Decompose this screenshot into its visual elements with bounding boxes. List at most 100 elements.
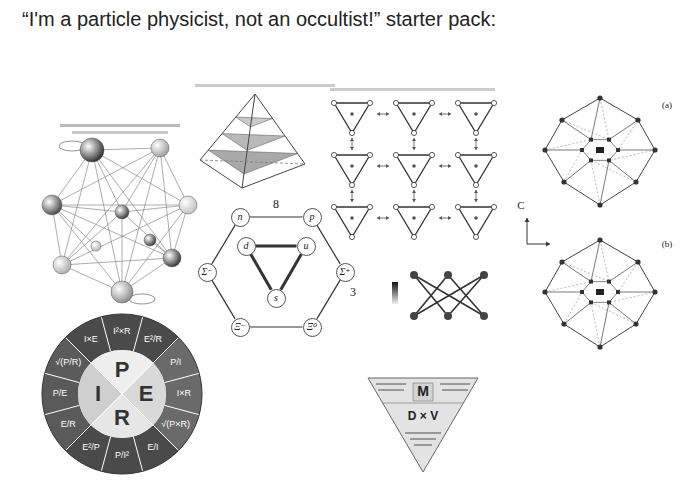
polyhedron-edge — [545, 292, 564, 324]
particle-label: Σ⁻ — [201, 267, 212, 277]
center-dot — [412, 216, 416, 220]
polyhedron-vertex — [542, 147, 547, 152]
wheel-formula: √(P/R) — [55, 358, 81, 368]
sphere-graph — [42, 138, 197, 304]
graph-line — [92, 150, 122, 292]
wheel-divider — [165, 373, 200, 382]
octet-edge — [250, 326, 303, 327]
meson-polyhedron — [542, 95, 657, 207]
polyhedron-vertex — [559, 259, 564, 264]
polyhedron-vertex — [616, 148, 620, 152]
vertex-dot — [331, 204, 336, 209]
arrow-head — [350, 199, 354, 202]
polyhedron-edge — [545, 262, 562, 292]
polyhedron-edge — [564, 160, 591, 182]
arrow-head — [448, 164, 451, 168]
weight-triangle — [458, 155, 494, 185]
wheel-formula: E²/R — [144, 335, 162, 345]
center-dot — [412, 112, 416, 116]
sphere — [80, 138, 104, 162]
axis-label: C — [517, 199, 524, 211]
axis-symbol — [525, 218, 551, 247]
illegible-text-bar — [330, 88, 495, 91]
particle-label: n — [238, 212, 243, 222]
wheel-letter: P — [115, 358, 130, 382]
graph-line — [414, 275, 484, 316]
polyhedron-edge — [600, 240, 638, 262]
hidden-edge — [618, 262, 638, 292]
wheel-letter: E — [139, 382, 154, 406]
polyhedron-edge — [545, 150, 582, 151]
wheel-formula: P/I — [170, 358, 181, 368]
particle-label: Ξ⁰ — [307, 322, 317, 332]
weight-triangle — [334, 207, 370, 237]
weight-triangle — [458, 103, 494, 133]
graph-line — [160, 148, 188, 205]
center-square — [596, 289, 604, 295]
arrow-head — [350, 190, 354, 193]
wheel-formula: P/E — [53, 389, 68, 399]
loop-ring — [129, 294, 155, 304]
polyhedron-vertex — [589, 280, 593, 284]
polyhedron-vertex — [542, 289, 547, 294]
polyhedron-edge — [545, 150, 564, 182]
polyhedron-vertex — [559, 117, 564, 122]
quark-triangle-edge — [256, 245, 297, 248]
hidden-edge — [618, 120, 638, 150]
sliced-pyramid — [195, 84, 335, 188]
ohms-law-wheel — [42, 314, 202, 474]
graph-line — [52, 148, 160, 205]
particle-circle: d — [237, 237, 256, 256]
arrow-head — [386, 164, 389, 168]
graph-vertex — [444, 312, 452, 320]
polyhedron-vertex — [635, 117, 640, 122]
wheel-formula: E/R — [61, 420, 76, 430]
arrow-head — [412, 199, 416, 202]
hidden-edge — [600, 98, 609, 140]
polyhedron-edge — [638, 262, 655, 292]
polyhedron-edge — [591, 281, 609, 282]
particle-label: u — [304, 241, 309, 251]
arrow-head — [439, 164, 442, 168]
illegible-text-bar — [440, 383, 470, 385]
hidden-edge — [609, 150, 655, 160]
graph-line — [122, 148, 160, 212]
particle-circle: Ξ⁰ — [303, 318, 322, 337]
particle-circle: p — [303, 208, 322, 227]
polyhedron-edge — [562, 98, 600, 120]
graph-vertex — [480, 312, 488, 320]
arrow-head — [474, 199, 478, 202]
figure-line — [200, 160, 242, 188]
vertex-dot — [455, 152, 460, 157]
slice-plane — [236, 117, 273, 127]
formula-letter: D × V — [408, 410, 438, 423]
arrow-head — [448, 216, 451, 220]
center-dot — [474, 164, 478, 168]
center-square — [596, 147, 604, 153]
hidden-edge — [564, 150, 582, 182]
arrow-head — [412, 190, 416, 193]
weight-triangle — [334, 155, 370, 185]
hidden-edge — [200, 160, 305, 164]
formula-box — [413, 383, 433, 401]
polyhedron-vertex — [597, 202, 602, 207]
sphere — [42, 195, 62, 215]
figure-line — [255, 94, 305, 164]
vertex-dot — [491, 152, 496, 157]
polyhedron-vertex — [589, 138, 593, 142]
weight-triangle — [396, 207, 432, 237]
graph-line — [62, 258, 172, 265]
polyhedron-edge — [638, 120, 655, 150]
wheel-divider — [45, 405, 80, 414]
quark-triangle-edge — [281, 254, 302, 290]
polyhedron-edge — [600, 160, 609, 205]
arrow-head — [474, 138, 478, 141]
figure-line — [242, 164, 305, 188]
vertex-dot — [491, 100, 496, 105]
wheel-formula: I×R — [177, 389, 191, 399]
wheel-formula: P/I² — [115, 451, 129, 461]
arrow-head — [377, 112, 380, 116]
vertex-dot — [367, 100, 372, 105]
